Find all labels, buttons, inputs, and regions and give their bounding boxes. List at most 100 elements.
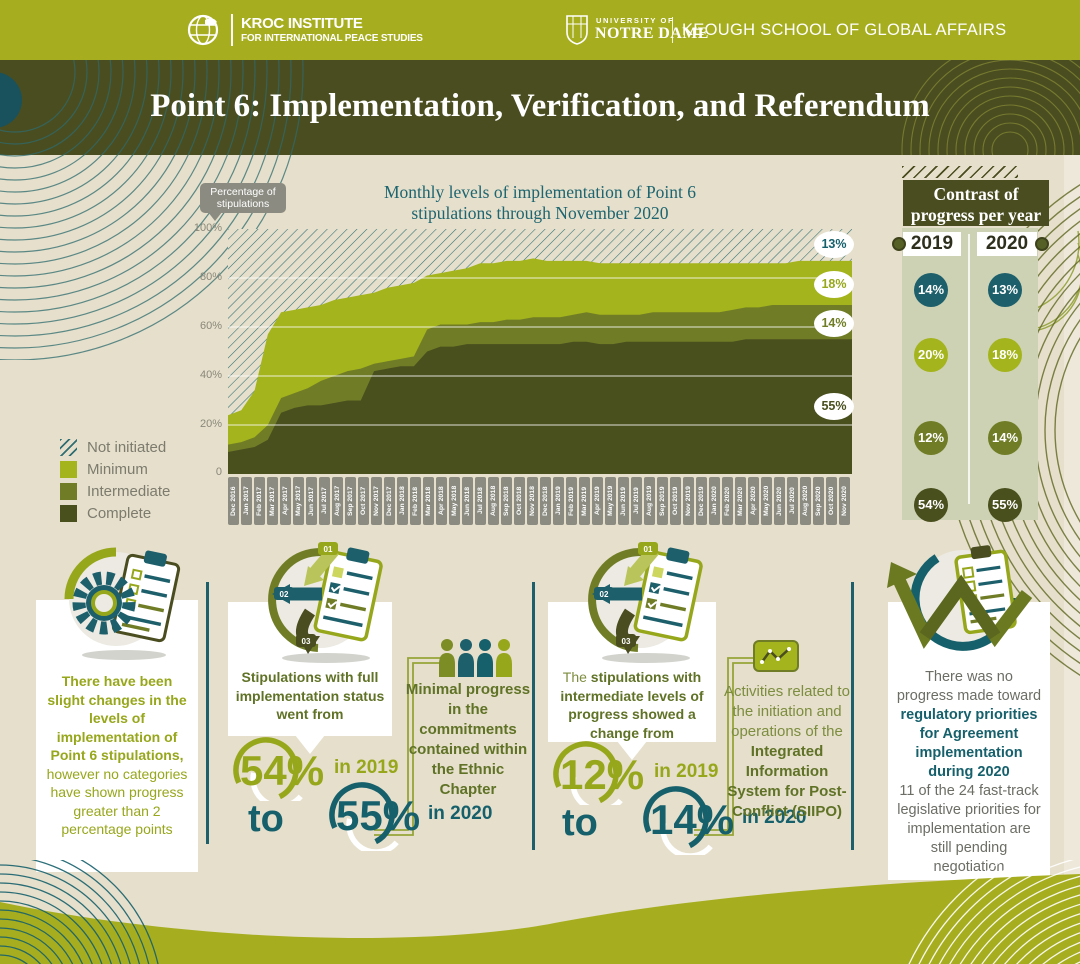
x-axis-label: Apr 2017 (280, 477, 291, 525)
x-axis-label: Jun 2020 (774, 477, 785, 525)
header-divider (231, 14, 233, 46)
axis-note-tag: Percentage of stipulations (200, 183, 286, 221)
wave-teal-arcs (0, 860, 159, 964)
kroc-subtitle: FOR INTERNATIONAL PEACE STUDIES (241, 33, 423, 44)
gear-clipboard-icon (64, 547, 181, 660)
legend-item: Minimum (60, 461, 170, 478)
x-axis-label: Mar 2017 (267, 477, 278, 525)
card-pointer (295, 735, 325, 754)
x-axis-label: Apr 2018 (436, 477, 447, 525)
legend-label: Intermediate (87, 483, 171, 500)
to-word: to (562, 802, 598, 844)
connector-bracket-2 (694, 657, 762, 836)
contrast-value-circle: 55% (988, 488, 1022, 522)
nd-name-label: NOTRE DAME (595, 25, 709, 42)
full-impl-text: Stipulations with full implementation st… (235, 669, 385, 722)
contrast-value-circle: 18% (988, 338, 1022, 372)
contrast-value-circle: 12% (914, 421, 948, 455)
zigzag-arrow-clipboard-icon (887, 545, 1033, 651)
x-axis-label: Dec 2018 (540, 477, 551, 525)
svg-text:01: 01 (324, 545, 333, 554)
year-2020-chip: 2020 (977, 232, 1037, 256)
series-end-label: 55% (814, 393, 854, 421)
x-axis-label: Apr 2019 (592, 477, 603, 525)
x-axis-label: Jul 2018 (475, 477, 486, 525)
intermediate-lead: The (562, 669, 591, 685)
legend-swatch (60, 505, 77, 522)
steps-clipboard-icon: 01 02 03 (268, 542, 383, 663)
x-axis-label: Aug 2019 (644, 477, 655, 525)
y-tick-80: 80% (199, 271, 222, 283)
regulatory-card: There was no progress made toward regula… (888, 602, 1050, 880)
x-axis-label: Feb 2019 (566, 477, 577, 525)
x-axis-label: Oct 2019 (670, 477, 681, 525)
x-axis-label: Jan 2020 (709, 477, 720, 525)
legend-item: Not initiated (60, 439, 170, 456)
notre-dame-shield-icon (566, 15, 588, 45)
x-axis-label: Mar 2020 (735, 477, 746, 525)
contrast-title-box: Contrast of progress per year (903, 180, 1049, 226)
series-area (228, 339, 852, 474)
svg-text:03: 03 (302, 637, 311, 646)
series-end-label: 14% (814, 309, 854, 337)
to-value: 55% (336, 792, 420, 839)
x-axis-label: Nov 2017 (371, 477, 382, 525)
x-axis-label: Jun 2019 (618, 477, 629, 525)
x-axis-label: May 2019 (605, 477, 616, 525)
svg-text:01: 01 (644, 545, 653, 554)
regulatory-regular2: 11 of the 24 fast-track legislative prio… (897, 783, 1041, 875)
legend-swatch (60, 483, 77, 500)
x-axis-label: Oct 2018 (514, 477, 525, 525)
x-axis-label: Oct 2020 (826, 477, 837, 525)
x-axis-label: Sep 2017 (345, 477, 356, 525)
chart-title: Monthly levels of implementation of Poin… (383, 182, 697, 223)
contrast-panel: 2019 2020 14%13%20%18%12%14%54%55% (892, 228, 1049, 522)
keough-label: KEOUGH SCHOOL OF GLOBAL AFFAIRS (682, 21, 1007, 39)
contrast-value-circle: 54% (914, 488, 948, 522)
x-axis-label: Nov 2019 (683, 477, 694, 525)
y-tick-0: 0 (215, 466, 222, 478)
ethnic-chapter-note: Minimal progress in the commitments cont… (405, 681, 531, 798)
legend-item: Complete (60, 505, 170, 522)
section-divider-3 (851, 582, 854, 850)
legend-swatch (60, 439, 77, 456)
legend-item: Intermediate (60, 483, 170, 500)
x-axis-label: Dec 2019 (696, 477, 707, 525)
x-axis-label: Apr 2020 (748, 477, 759, 525)
x-axis-label: Jul 2017 (319, 477, 330, 525)
panel-column-divider (968, 234, 970, 504)
legend-swatch (60, 461, 77, 478)
x-axis-label: Dec 2017 (384, 477, 395, 525)
section-divider-1 (206, 582, 209, 844)
x-axis-label: Dec 2016 (228, 477, 239, 525)
x-axis-label: Mar 2018 (423, 477, 434, 525)
header-bar: KROC INSTITUTE FOR INTERNATIONAL PEACE S… (0, 0, 1080, 60)
to-value-group: to 14% in 2020 (562, 786, 806, 855)
legend-label: Complete (87, 505, 152, 522)
svg-text:02: 02 (600, 590, 609, 599)
from-year: in 2019 (334, 757, 398, 778)
y-tick-40: 40% (199, 369, 222, 381)
x-axis-label: Aug 2020 (800, 477, 811, 525)
x-axis-label: Jul 2020 (787, 477, 798, 525)
series-end-label: 13% (814, 231, 854, 259)
x-axis-label: Mar 2019 (579, 477, 590, 525)
from-value-group: 54% in 2019 (233, 737, 398, 801)
x-axis-label: Sep 2020 (813, 477, 824, 525)
y-tick-100: 100% (193, 222, 222, 234)
legend-label: Minimum (87, 461, 148, 478)
area-chart-svg (228, 229, 852, 474)
x-axis-label: Jun 2018 (462, 477, 473, 525)
x-axis-label: Jan 2019 (553, 477, 564, 525)
y-tick-20: 20% (199, 418, 222, 430)
x-axis-label: Sep 2018 (501, 477, 512, 525)
x-axis-label: Sep 2019 (657, 477, 668, 525)
x-axis-label: Feb 2020 (722, 477, 733, 525)
x-axis-label: Jan 2017 (241, 477, 252, 525)
x-axis-label: Oct 2017 (358, 477, 369, 525)
kroc-name: KROC INSTITUTE (241, 15, 363, 32)
year-left-dot (892, 237, 906, 251)
x-axis-label: May 2018 (449, 477, 460, 525)
